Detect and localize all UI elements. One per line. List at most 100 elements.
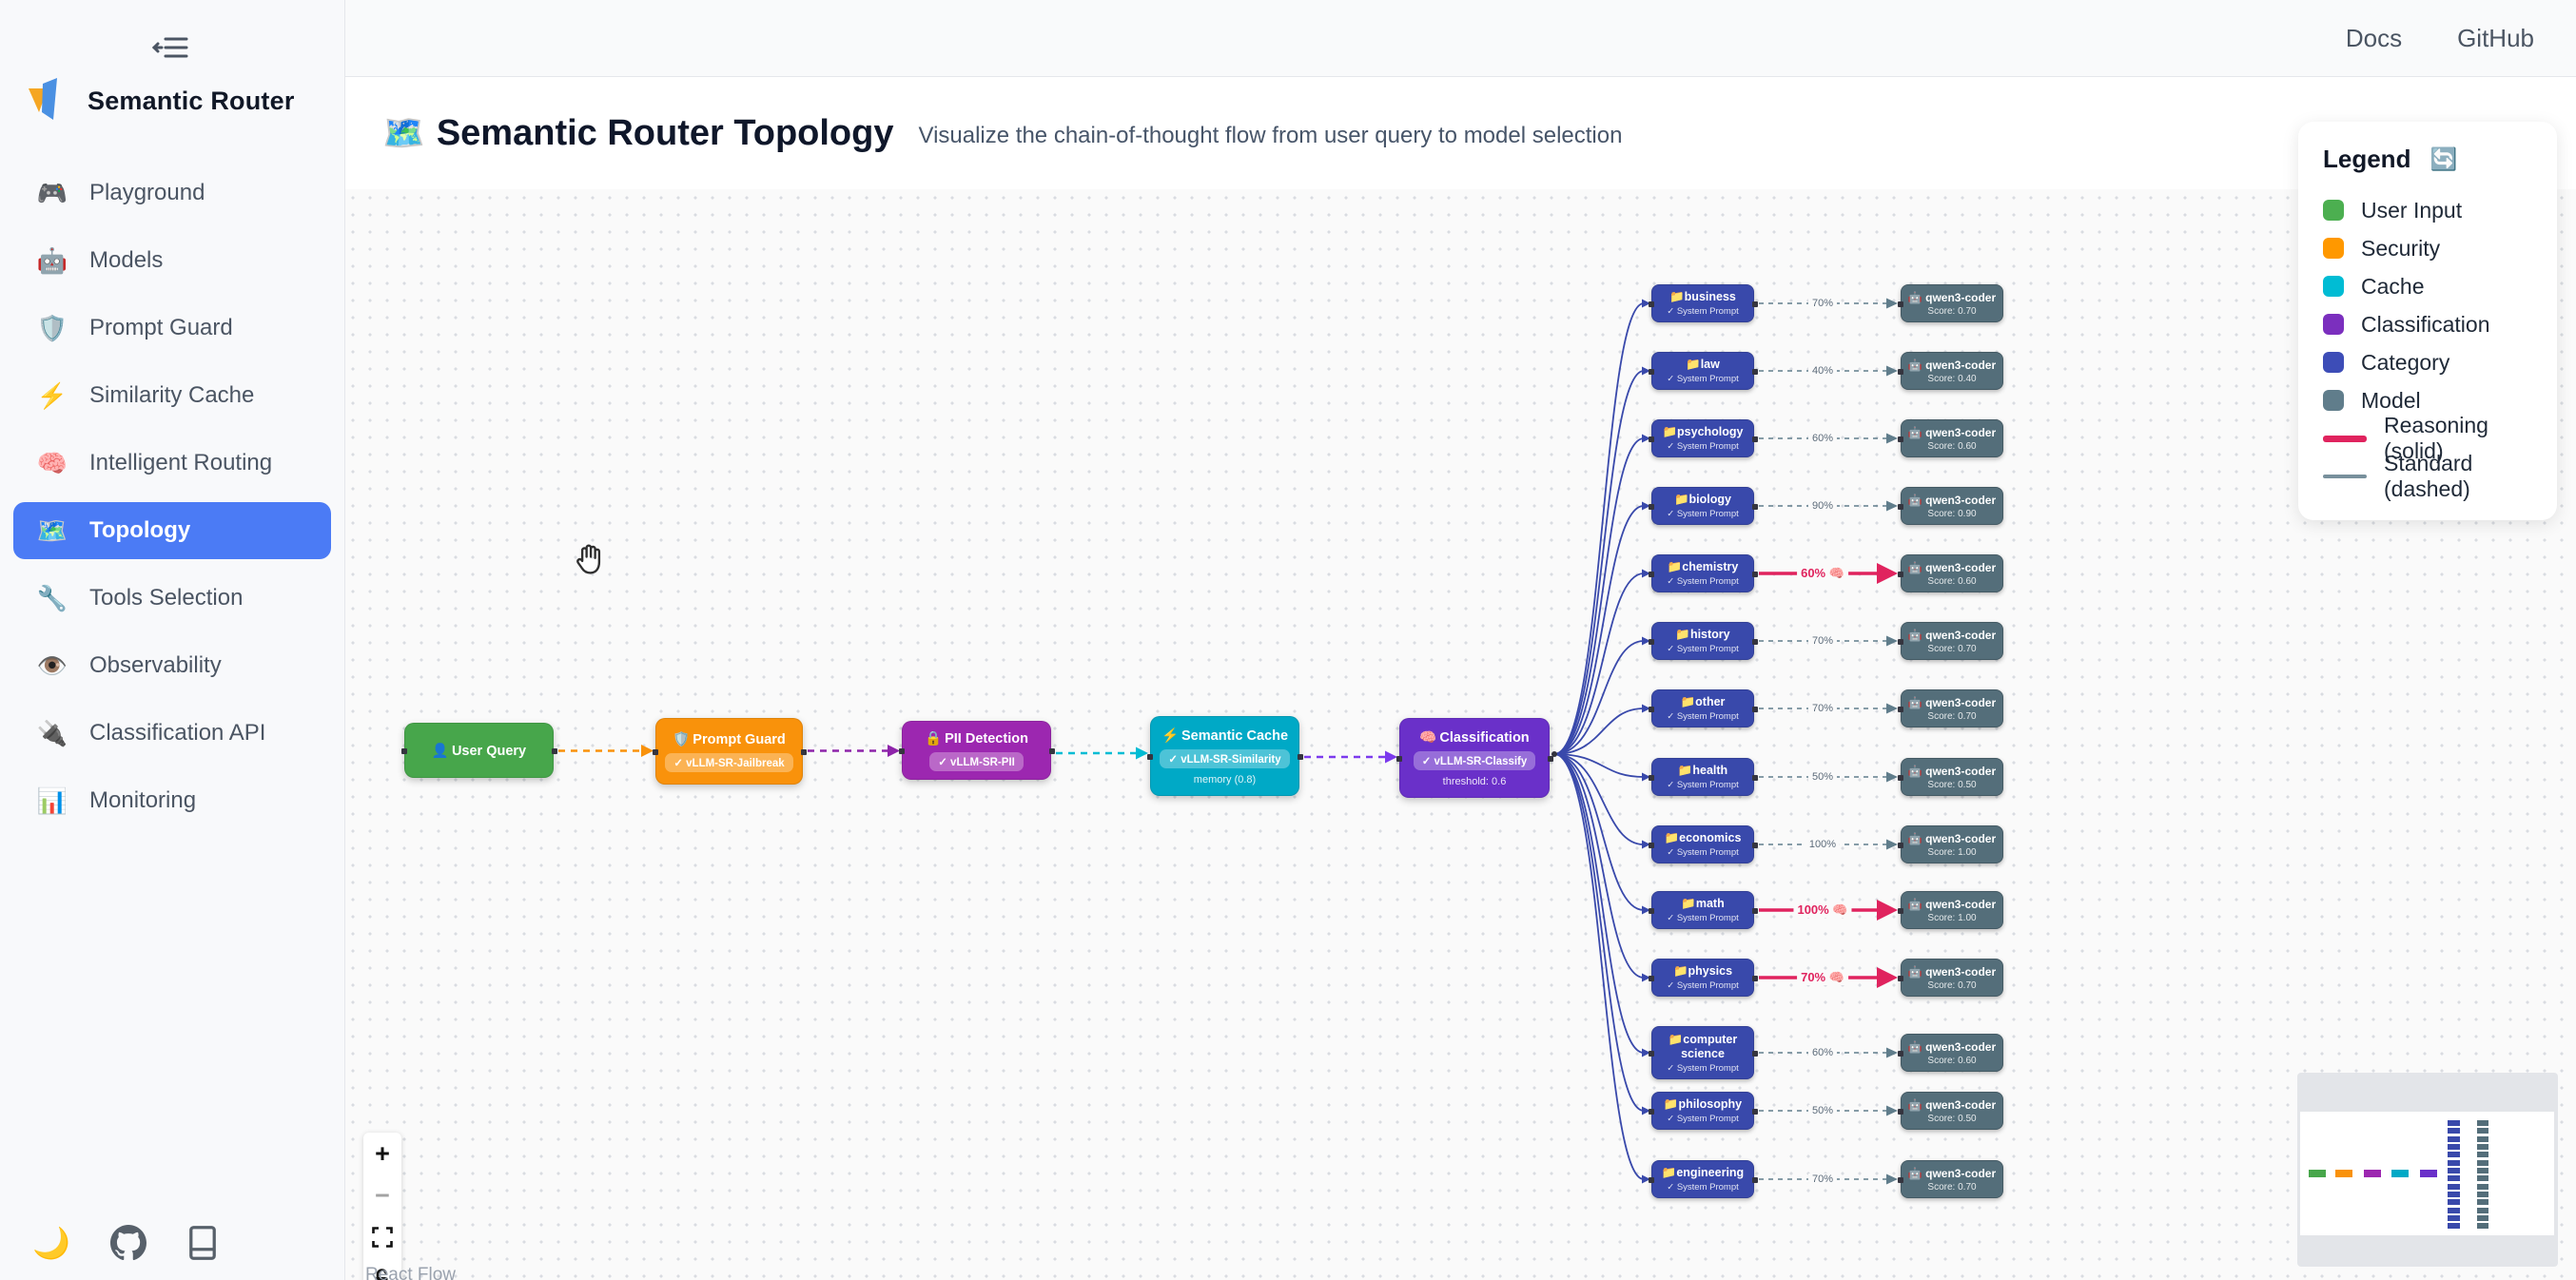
model-score: Score: 1.00 bbox=[1927, 912, 1977, 923]
category-node-law[interactable]: 📁law✓ System Prompt bbox=[1649, 352, 1758, 390]
reasoning-line-swatch bbox=[2323, 435, 2367, 442]
edge-label-health: 50% bbox=[1807, 771, 1838, 783]
category-node-computer-science[interactable]: 📁computer science✓ System Prompt bbox=[1649, 1026, 1758, 1079]
sidebar-item-classification-api[interactable]: 🔌Classification API bbox=[13, 705, 331, 762]
minimap-node bbox=[2477, 1120, 2488, 1126]
minimap-node bbox=[2448, 1215, 2460, 1221]
node-handle bbox=[899, 748, 905, 754]
sidebar-item-label: Playground bbox=[89, 180, 205, 205]
legend-refresh-icon[interactable]: 🔄 bbox=[2430, 146, 2458, 171]
prompt-guard-icon: 🛡️ bbox=[36, 313, 68, 342]
category-node-health[interactable]: 📁health✓ System Prompt bbox=[1649, 758, 1758, 796]
category-node-economics[interactable]: 📁economics✓ System Prompt bbox=[1649, 825, 1758, 863]
collapse-sidebar-icon bbox=[152, 37, 188, 58]
minimap-node bbox=[2477, 1175, 2488, 1181]
category-node-physics[interactable]: 📁physics✓ System Prompt bbox=[1649, 959, 1758, 997]
minimap[interactable] bbox=[2297, 1073, 2558, 1267]
minimap-node bbox=[2477, 1128, 2488, 1134]
node-handle bbox=[1649, 436, 1654, 442]
legend-swatch bbox=[2323, 314, 2344, 335]
legend-item-model: Model bbox=[2323, 381, 2532, 419]
edge-label-other: 70% bbox=[1807, 703, 1838, 714]
sidebar-item-monitoring[interactable]: 📊Monitoring bbox=[13, 772, 331, 829]
model-score: Score: 0.70 bbox=[1927, 1181, 1977, 1193]
sidebar-collapse-button[interactable] bbox=[145, 27, 198, 68]
minimap-node bbox=[2477, 1223, 2488, 1229]
node-user-query[interactable]: 👤User Query bbox=[401, 723, 557, 778]
category-label: 📁biology bbox=[1673, 493, 1731, 506]
monitoring-icon: 📊 bbox=[36, 785, 68, 815]
category-node-philosophy[interactable]: 📁philosophy✓ System Prompt bbox=[1649, 1092, 1758, 1130]
node-handle bbox=[1898, 436, 1903, 442]
node-pii-detection[interactable]: 🔒PII Detection ✓ vLLM-SR-PII bbox=[899, 721, 1055, 780]
models-icon: 🤖 bbox=[36, 245, 68, 275]
minimap-node bbox=[2477, 1144, 2488, 1150]
minimap-node bbox=[2448, 1128, 2460, 1134]
minimap-node bbox=[2420, 1170, 2437, 1177]
github-icon[interactable] bbox=[109, 1225, 146, 1261]
node-model-badge: ✓ vLLM-SR-PII bbox=[929, 751, 1024, 771]
sidebar-item-models[interactable]: 🤖Models bbox=[13, 232, 331, 289]
sidebar-item-intelligent-routing[interactable]: 🧠Intelligent Routing bbox=[13, 435, 331, 492]
theme-toggle-moon-icon[interactable]: 🌙 bbox=[32, 1226, 70, 1260]
brand[interactable]: Semantic Router bbox=[27, 76, 295, 126]
edge-label-psychology: 60% bbox=[1807, 433, 1838, 444]
node-handle bbox=[1898, 572, 1903, 577]
sidebar-item-topology[interactable]: 🗺️Topology bbox=[13, 502, 331, 559]
sidebar-item-observability[interactable]: 👁️Observability bbox=[13, 637, 331, 694]
category-node-business[interactable]: 📁business✓ System Prompt bbox=[1649, 284, 1758, 322]
category-node-history[interactable]: 📁history✓ System Prompt bbox=[1649, 622, 1758, 660]
pii-detection-icon: 🔒 bbox=[925, 730, 943, 747]
node-handle bbox=[1049, 748, 1055, 754]
system-prompt-label: ✓ System Prompt bbox=[1667, 1062, 1739, 1074]
sidebar-footer: 🌙 bbox=[32, 1225, 219, 1261]
minimap-node bbox=[2477, 1168, 2488, 1173]
book-icon[interactable] bbox=[186, 1225, 219, 1261]
zoom-out-button[interactable]: − bbox=[375, 1180, 390, 1210]
edge-label-biology: 90% bbox=[1807, 500, 1838, 512]
category-node-engineering[interactable]: 📁engineering✓ System Prompt bbox=[1649, 1160, 1758, 1198]
node-handle bbox=[1649, 639, 1654, 645]
flow-graph: 👤User Query 🛡️Prompt Guard✓ vLLM-SR-Jailb… bbox=[344, 77, 2576, 1280]
model-score: Score: 0.60 bbox=[1927, 575, 1977, 587]
system-prompt-label: ✓ System Prompt bbox=[1667, 441, 1739, 452]
github-link[interactable]: GitHub bbox=[2457, 23, 2534, 52]
docs-link[interactable]: Docs bbox=[2345, 23, 2403, 52]
category-node-biology[interactable]: 📁biology✓ System Prompt bbox=[1649, 487, 1758, 525]
category-node-math[interactable]: 📁math✓ System Prompt bbox=[1649, 891, 1758, 929]
category-node-psychology[interactable]: 📁psychology✓ System Prompt bbox=[1649, 419, 1758, 457]
node-title: 🔒PII Detection bbox=[925, 730, 1028, 747]
category-node-chemistry[interactable]: 📁chemistry✓ System Prompt bbox=[1649, 554, 1758, 592]
category-label: 📁math bbox=[1681, 897, 1725, 910]
classification-icon: 🧠 bbox=[1419, 729, 1437, 746]
category-node-other[interactable]: 📁other✓ System Prompt bbox=[1649, 689, 1758, 727]
sidebar-item-prompt-guard[interactable]: 🛡️Prompt Guard bbox=[13, 300, 331, 357]
sidebar-item-playground[interactable]: 🎮Playground bbox=[13, 165, 331, 222]
topbar: Docs GitHub bbox=[344, 0, 2576, 77]
node-handle bbox=[1649, 1051, 1654, 1057]
fit-view-button[interactable] bbox=[368, 1224, 397, 1251]
model-label: 🤖 qwen3-coder bbox=[1907, 831, 1997, 845]
node-prompt-guard[interactable]: 🛡️Prompt Guard✓ vLLM-SR-Jailbreak bbox=[653, 718, 807, 785]
node-handle bbox=[1298, 754, 1303, 760]
sidebar-item-tools-selection[interactable]: 🔧Tools Selection bbox=[13, 570, 331, 627]
sidebar-item-similarity-cache[interactable]: ⚡Similarity Cache bbox=[13, 367, 331, 424]
zoom-in-button[interactable]: + bbox=[375, 1138, 390, 1168]
lock-toggle-button[interactable] bbox=[368, 1266, 397, 1280]
